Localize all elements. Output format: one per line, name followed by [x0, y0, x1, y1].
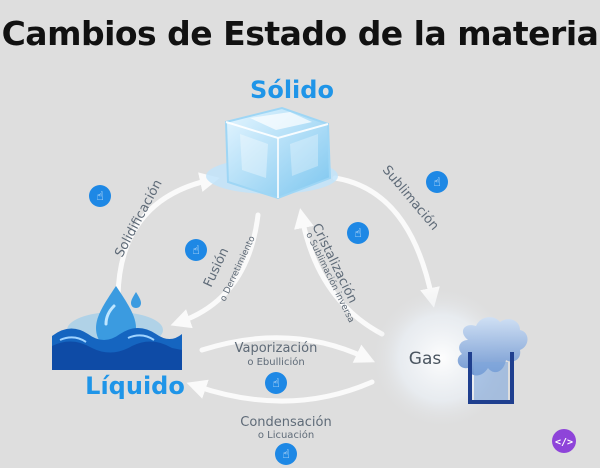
state-label-solid: Sólido	[250, 76, 334, 104]
pointing-hand-icon: ☝	[354, 226, 361, 240]
hotspot-sublimation[interactable]: ☝	[426, 171, 448, 193]
arrow-fusion	[170, 212, 261, 329]
gas-container-image	[370, 286, 528, 430]
hotspot-crystallization[interactable]: ☝	[347, 222, 369, 244]
arrow-condensation	[186, 379, 375, 404]
page-title: Cambios de Estado de la materia	[1, 14, 599, 53]
pointing-hand-icon: ☝	[282, 447, 289, 461]
arrow-vaporization	[199, 335, 376, 363]
arrow-solidification	[115, 172, 220, 299]
pointing-hand-icon: ☝	[433, 175, 440, 189]
label-vaporization-sub: o Ebullición	[247, 356, 304, 368]
hotspot-solidification[interactable]: ☝	[89, 185, 111, 207]
embed-code-button[interactable]: </>	[552, 429, 576, 453]
state-label-gas: Gas	[409, 349, 442, 369]
pointing-hand-icon: ☝	[96, 189, 103, 203]
hotspot-condensation[interactable]: ☝	[275, 443, 297, 465]
hotspot-vaporization[interactable]: ☝	[265, 372, 287, 394]
hotspot-fusion[interactable]: ☝	[185, 239, 207, 261]
state-label-liquid: Líquido	[85, 372, 185, 400]
code-icon: </>	[555, 437, 573, 448]
water-drop-image	[52, 286, 182, 370]
pointing-hand-icon: ☝	[192, 243, 199, 257]
label-vaporization: Vaporización	[235, 341, 318, 356]
label-condensation: Condensación	[240, 415, 331, 430]
ice-cube-image	[206, 106, 338, 200]
label-condensation-sub: o Licuación	[258, 429, 314, 441]
label-solidification: Solidificación	[112, 177, 165, 260]
pointing-hand-icon: ☝	[272, 376, 279, 390]
arrow-crystallization	[294, 208, 385, 337]
arrow-sublimation	[332, 175, 440, 308]
label-fusion-sub: o Derretimiento	[219, 234, 258, 303]
